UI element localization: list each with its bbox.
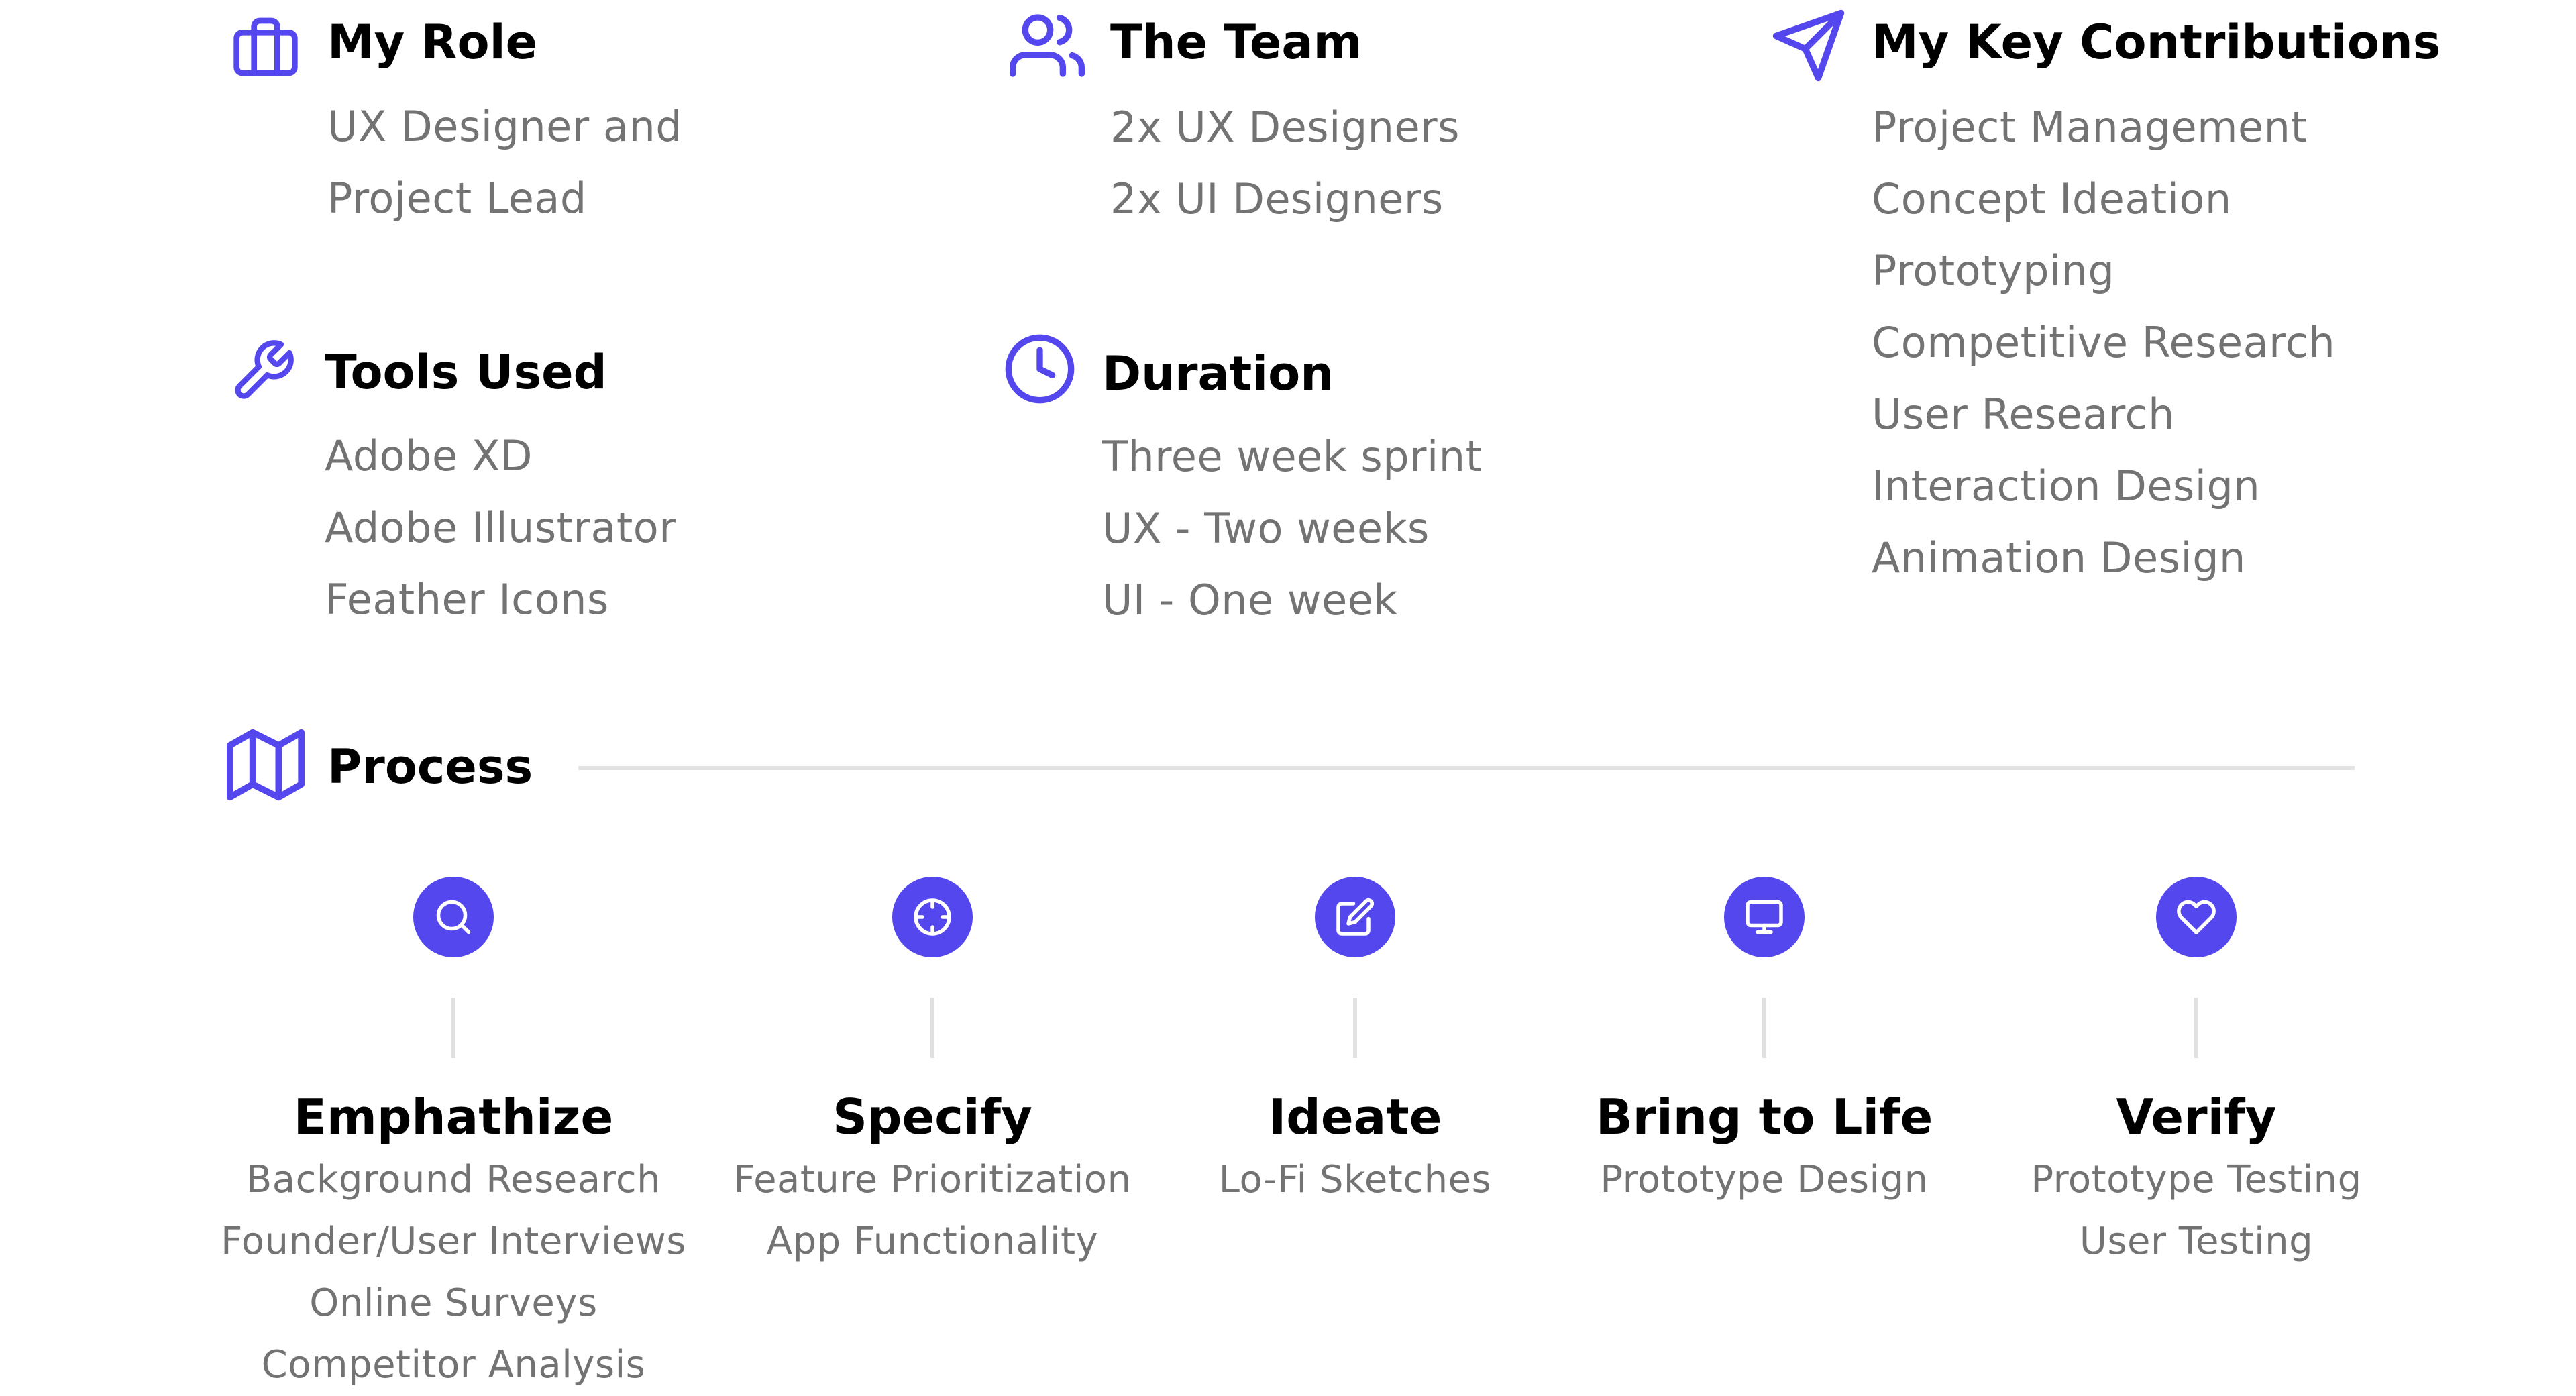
step-item: Prototype Design xyxy=(1600,1158,1929,1201)
step-item: Feature Prioritization xyxy=(733,1158,1132,1201)
process-step-bring-to-life: Bring to Life Prototype Design xyxy=(1529,877,1999,1211)
step-title: Verify xyxy=(2116,1089,2277,1145)
step-item: Online Surveys xyxy=(309,1281,598,1325)
step-item: Background Research xyxy=(246,1158,661,1201)
tool-item: Adobe XD xyxy=(325,431,533,480)
crosshair-icon xyxy=(914,898,951,936)
key-contributions-list: Project Management Concept Ideation Prot… xyxy=(1872,91,2335,594)
duration-item: Three week sprint xyxy=(1102,432,1483,481)
step-title: Bring to Life xyxy=(1595,1089,1933,1145)
step-bubble xyxy=(1724,877,1805,957)
duration-item: UI - One week xyxy=(1102,576,1398,625)
contribution-item: Project Management xyxy=(1872,103,2308,152)
my-role-heading: My Role xyxy=(327,15,538,70)
process-divider xyxy=(578,766,2355,770)
step-bubble xyxy=(1315,877,1395,957)
my-role-item: UX Designer and xyxy=(327,102,683,151)
the-team-list: 2x UX Designers 2x UI Designers xyxy=(1110,91,1460,235)
step-items: Lo-Fi Sketches xyxy=(1120,1149,1590,1211)
contribution-item: Competitive Research xyxy=(1872,318,2336,367)
step-items: Prototype Testing User Testing xyxy=(1962,1149,2431,1273)
step-item: Competitor Analysis xyxy=(261,1343,646,1387)
process-step-specify: Specify Feature Prioritization App Funct… xyxy=(698,877,1167,1273)
step-title: Ideate xyxy=(1268,1089,1442,1145)
step-item: Lo-Fi Sketches xyxy=(1218,1158,1492,1201)
step-connector xyxy=(1353,998,1357,1058)
duration-list: Three week sprint UX - Two weeks UI - On… xyxy=(1102,421,1482,636)
step-bubble xyxy=(892,877,973,957)
step-item: User Testing xyxy=(2079,1220,2314,1263)
briefcase-icon xyxy=(231,12,301,82)
contribution-item: User Research xyxy=(1872,390,2175,439)
process-step-ideate: Ideate Lo-Fi Sketches xyxy=(1120,877,1590,1211)
process-step-verify: Verify Prototype Testing User Testing xyxy=(1962,877,2431,1273)
send-icon xyxy=(1770,7,1847,85)
clock-icon xyxy=(1002,331,1077,407)
contribution-item: Interaction Design xyxy=(1872,462,2261,511)
key-contributions-heading: My Key Contributions xyxy=(1872,15,2441,70)
tools-used-list: Adobe XD Adobe Illustrator Feather Icons xyxy=(325,420,676,635)
tools-used-heading: Tools Used xyxy=(325,345,607,400)
step-connector xyxy=(930,998,934,1058)
duration-heading: Duration xyxy=(1102,346,1334,401)
tool-item: Adobe Illustrator xyxy=(325,503,677,552)
duration-item: UX - Two weeks xyxy=(1102,504,1430,553)
map-icon xyxy=(227,726,305,804)
step-item: Prototype Testing xyxy=(2031,1158,2362,1201)
step-bubble xyxy=(2156,877,2237,957)
the-team-item: 2x UX Designers xyxy=(1110,103,1460,152)
step-bubble xyxy=(413,877,494,957)
process-step-emphathize: Emphathize Background Research Founder/U… xyxy=(219,877,688,1396)
step-item: Founder/User Interviews xyxy=(221,1220,686,1263)
step-title: Specify xyxy=(833,1089,1032,1145)
edit-icon xyxy=(1336,898,1375,936)
the-team-heading: The Team xyxy=(1110,15,1362,70)
heart-icon xyxy=(2177,900,2216,934)
step-items: Feature Prioritization App Functionality xyxy=(698,1149,1167,1273)
monitor-icon xyxy=(1746,900,1783,934)
step-items: Prototype Design xyxy=(1529,1149,1999,1211)
step-items: Background Research Founder/User Intervi… xyxy=(219,1149,688,1396)
process-heading: Process xyxy=(327,739,533,794)
tool-icon xyxy=(229,337,297,405)
my-role-item: Project Lead xyxy=(327,174,587,223)
search-icon xyxy=(436,900,471,934)
step-item: App Functionality xyxy=(766,1220,1099,1263)
step-connector xyxy=(1762,998,1766,1058)
step-connector xyxy=(451,998,455,1058)
step-connector xyxy=(2194,998,2198,1058)
contribution-item: Animation Design xyxy=(1872,533,2246,582)
the-team-item: 2x UI Designers xyxy=(1110,174,1444,223)
my-role-list: UX Designer and Project Lead xyxy=(327,91,682,234)
contribution-item: Concept Ideation xyxy=(1872,174,2232,223)
users-icon xyxy=(1010,8,1085,83)
step-title: Emphathize xyxy=(293,1089,614,1145)
contribution-item: Prototyping xyxy=(1872,246,2115,295)
tool-item: Feather Icons xyxy=(325,575,609,624)
